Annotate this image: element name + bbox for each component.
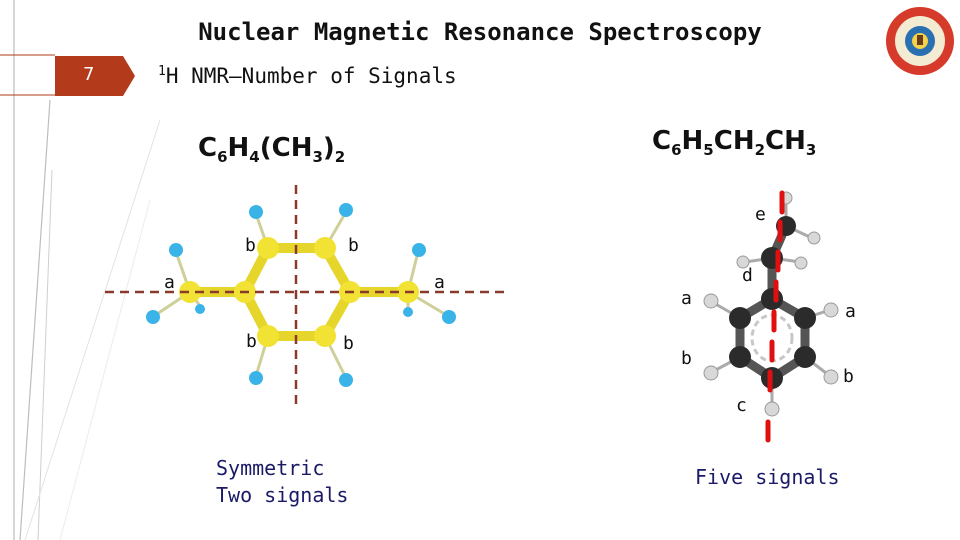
university-seal-icon bbox=[886, 7, 954, 75]
slide-number-tab bbox=[55, 56, 135, 96]
slide-title: Nuclear Magnetic Resonance Spectroscopy bbox=[198, 18, 762, 46]
label-b-left: b bbox=[681, 348, 692, 369]
label-a-left: a bbox=[681, 288, 692, 309]
left-caption: Symmetric Two signals bbox=[216, 455, 348, 509]
label-a-right: a bbox=[434, 272, 445, 293]
label-b-bottom-left: b bbox=[246, 331, 257, 352]
right-caption: Five signals bbox=[695, 465, 840, 489]
label-b-bottom-right: b bbox=[343, 333, 354, 354]
label-c: c bbox=[736, 395, 747, 416]
label-b-top-left: b bbox=[245, 235, 256, 256]
caption-symmetric: Symmetric bbox=[216, 456, 325, 480]
label-a-right: a bbox=[845, 301, 856, 322]
label-b-top-right: b bbox=[348, 235, 359, 256]
label-d: d bbox=[742, 265, 753, 286]
subtitle-text: H NMR—Number of Signals bbox=[165, 64, 457, 88]
subtitle-superscript: 1 bbox=[158, 64, 166, 79]
caption-two-signals: Two signals bbox=[216, 483, 349, 507]
slide-subtitle: 1H NMR—Number of Signals bbox=[158, 64, 457, 88]
label-e: e bbox=[755, 204, 766, 225]
label-a-left: a bbox=[164, 272, 175, 293]
right-formula: C6H5CH2CH3 bbox=[652, 126, 817, 160]
label-b-right: b bbox=[843, 366, 854, 387]
left-formula: C6H4(CH3)2 bbox=[198, 133, 346, 167]
slide-number: 7 bbox=[83, 64, 95, 85]
